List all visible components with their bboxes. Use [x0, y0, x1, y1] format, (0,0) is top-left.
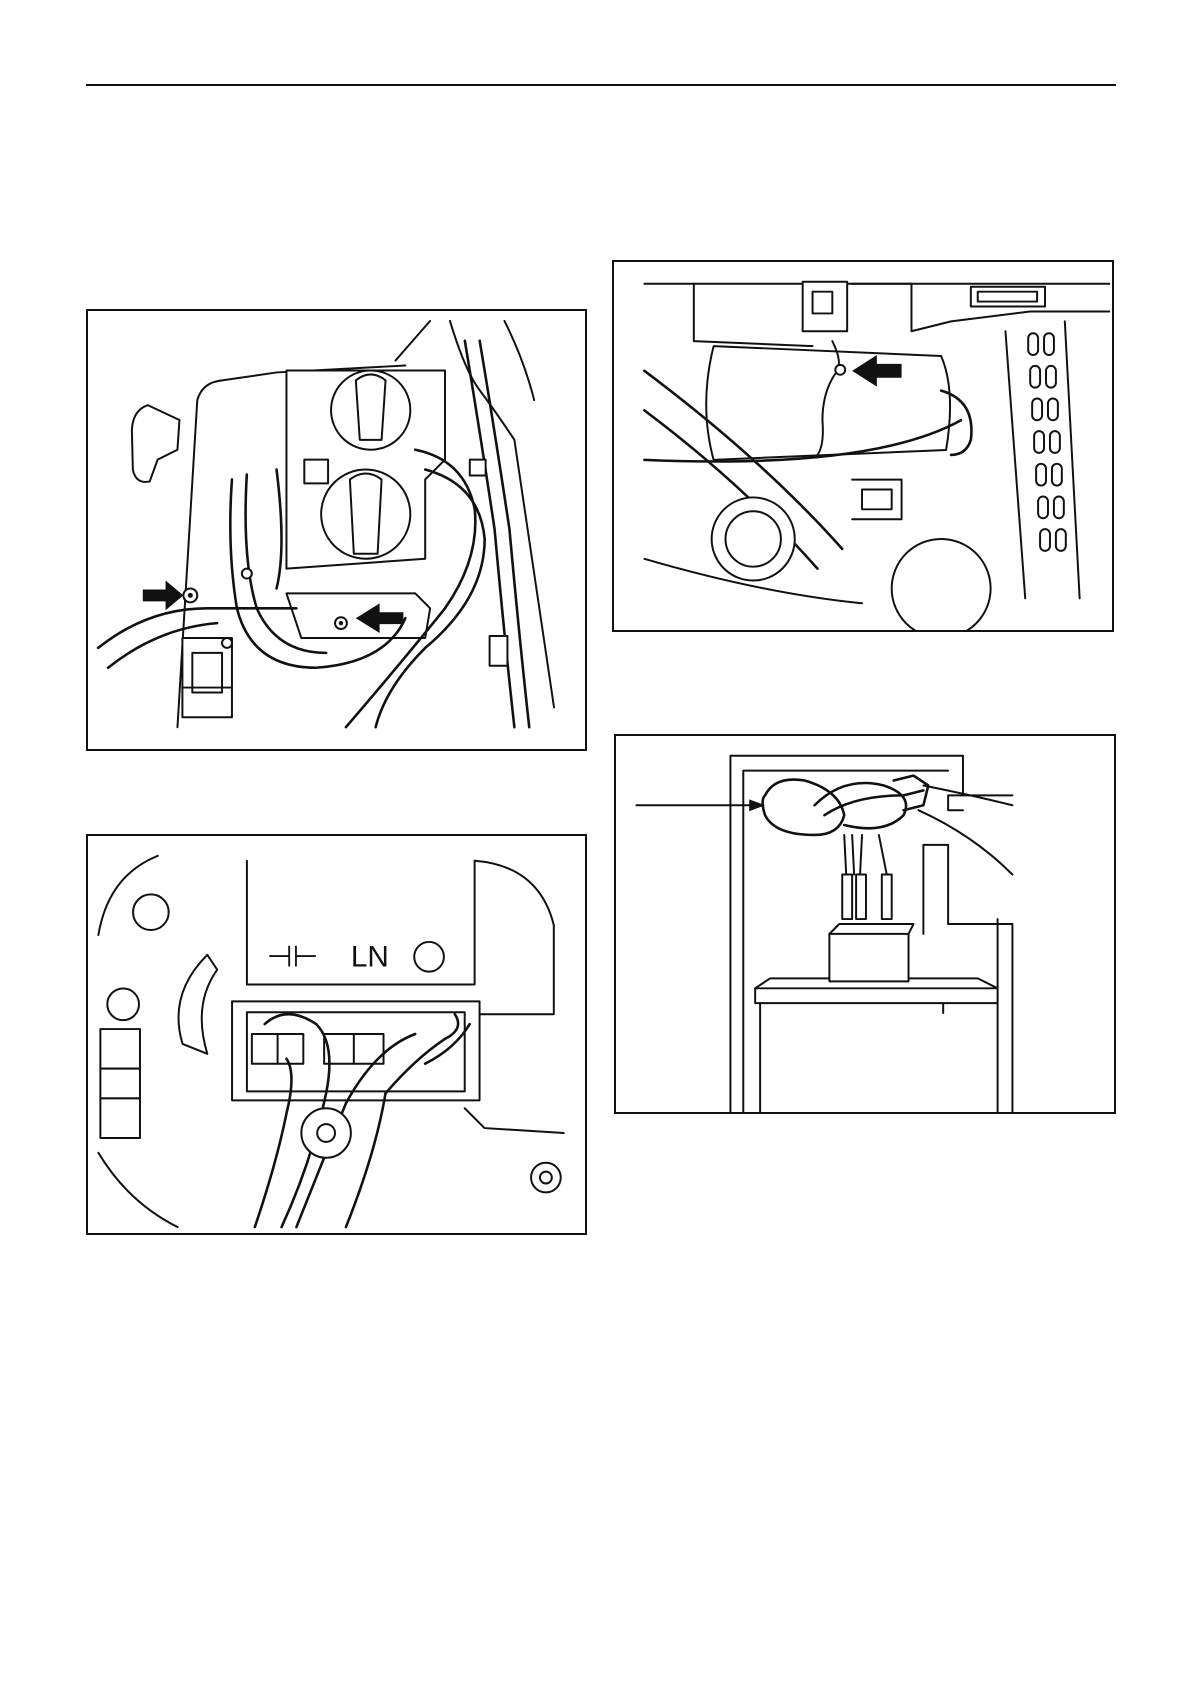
figure-motor-clip: [612, 260, 1114, 632]
figure-switch-assembly-drawing: [88, 311, 585, 749]
knob-lower: [321, 470, 410, 559]
header-rule: [86, 84, 1116, 86]
knob-upper: [331, 370, 410, 449]
figure-motor-clip-drawing: [614, 262, 1112, 630]
figure-switch-assembly: [86, 309, 587, 751]
figure-terminal-block: ⊣⊢ LN: [86, 834, 587, 1235]
figure-wire-loop-drawing: [616, 736, 1114, 1112]
capacitor-symbol-label: ⊣⊢: [267, 941, 319, 974]
slotted-rail: [1028, 333, 1066, 551]
screw-icon: [183, 588, 197, 602]
screw-icon: [335, 617, 347, 629]
figure-wire-loop: [614, 734, 1116, 1114]
arrow-icon: [143, 581, 184, 611]
figure-terminal-block-drawing: ⊣⊢ LN: [88, 836, 585, 1233]
terminal-ln-label: LN: [351, 941, 389, 974]
